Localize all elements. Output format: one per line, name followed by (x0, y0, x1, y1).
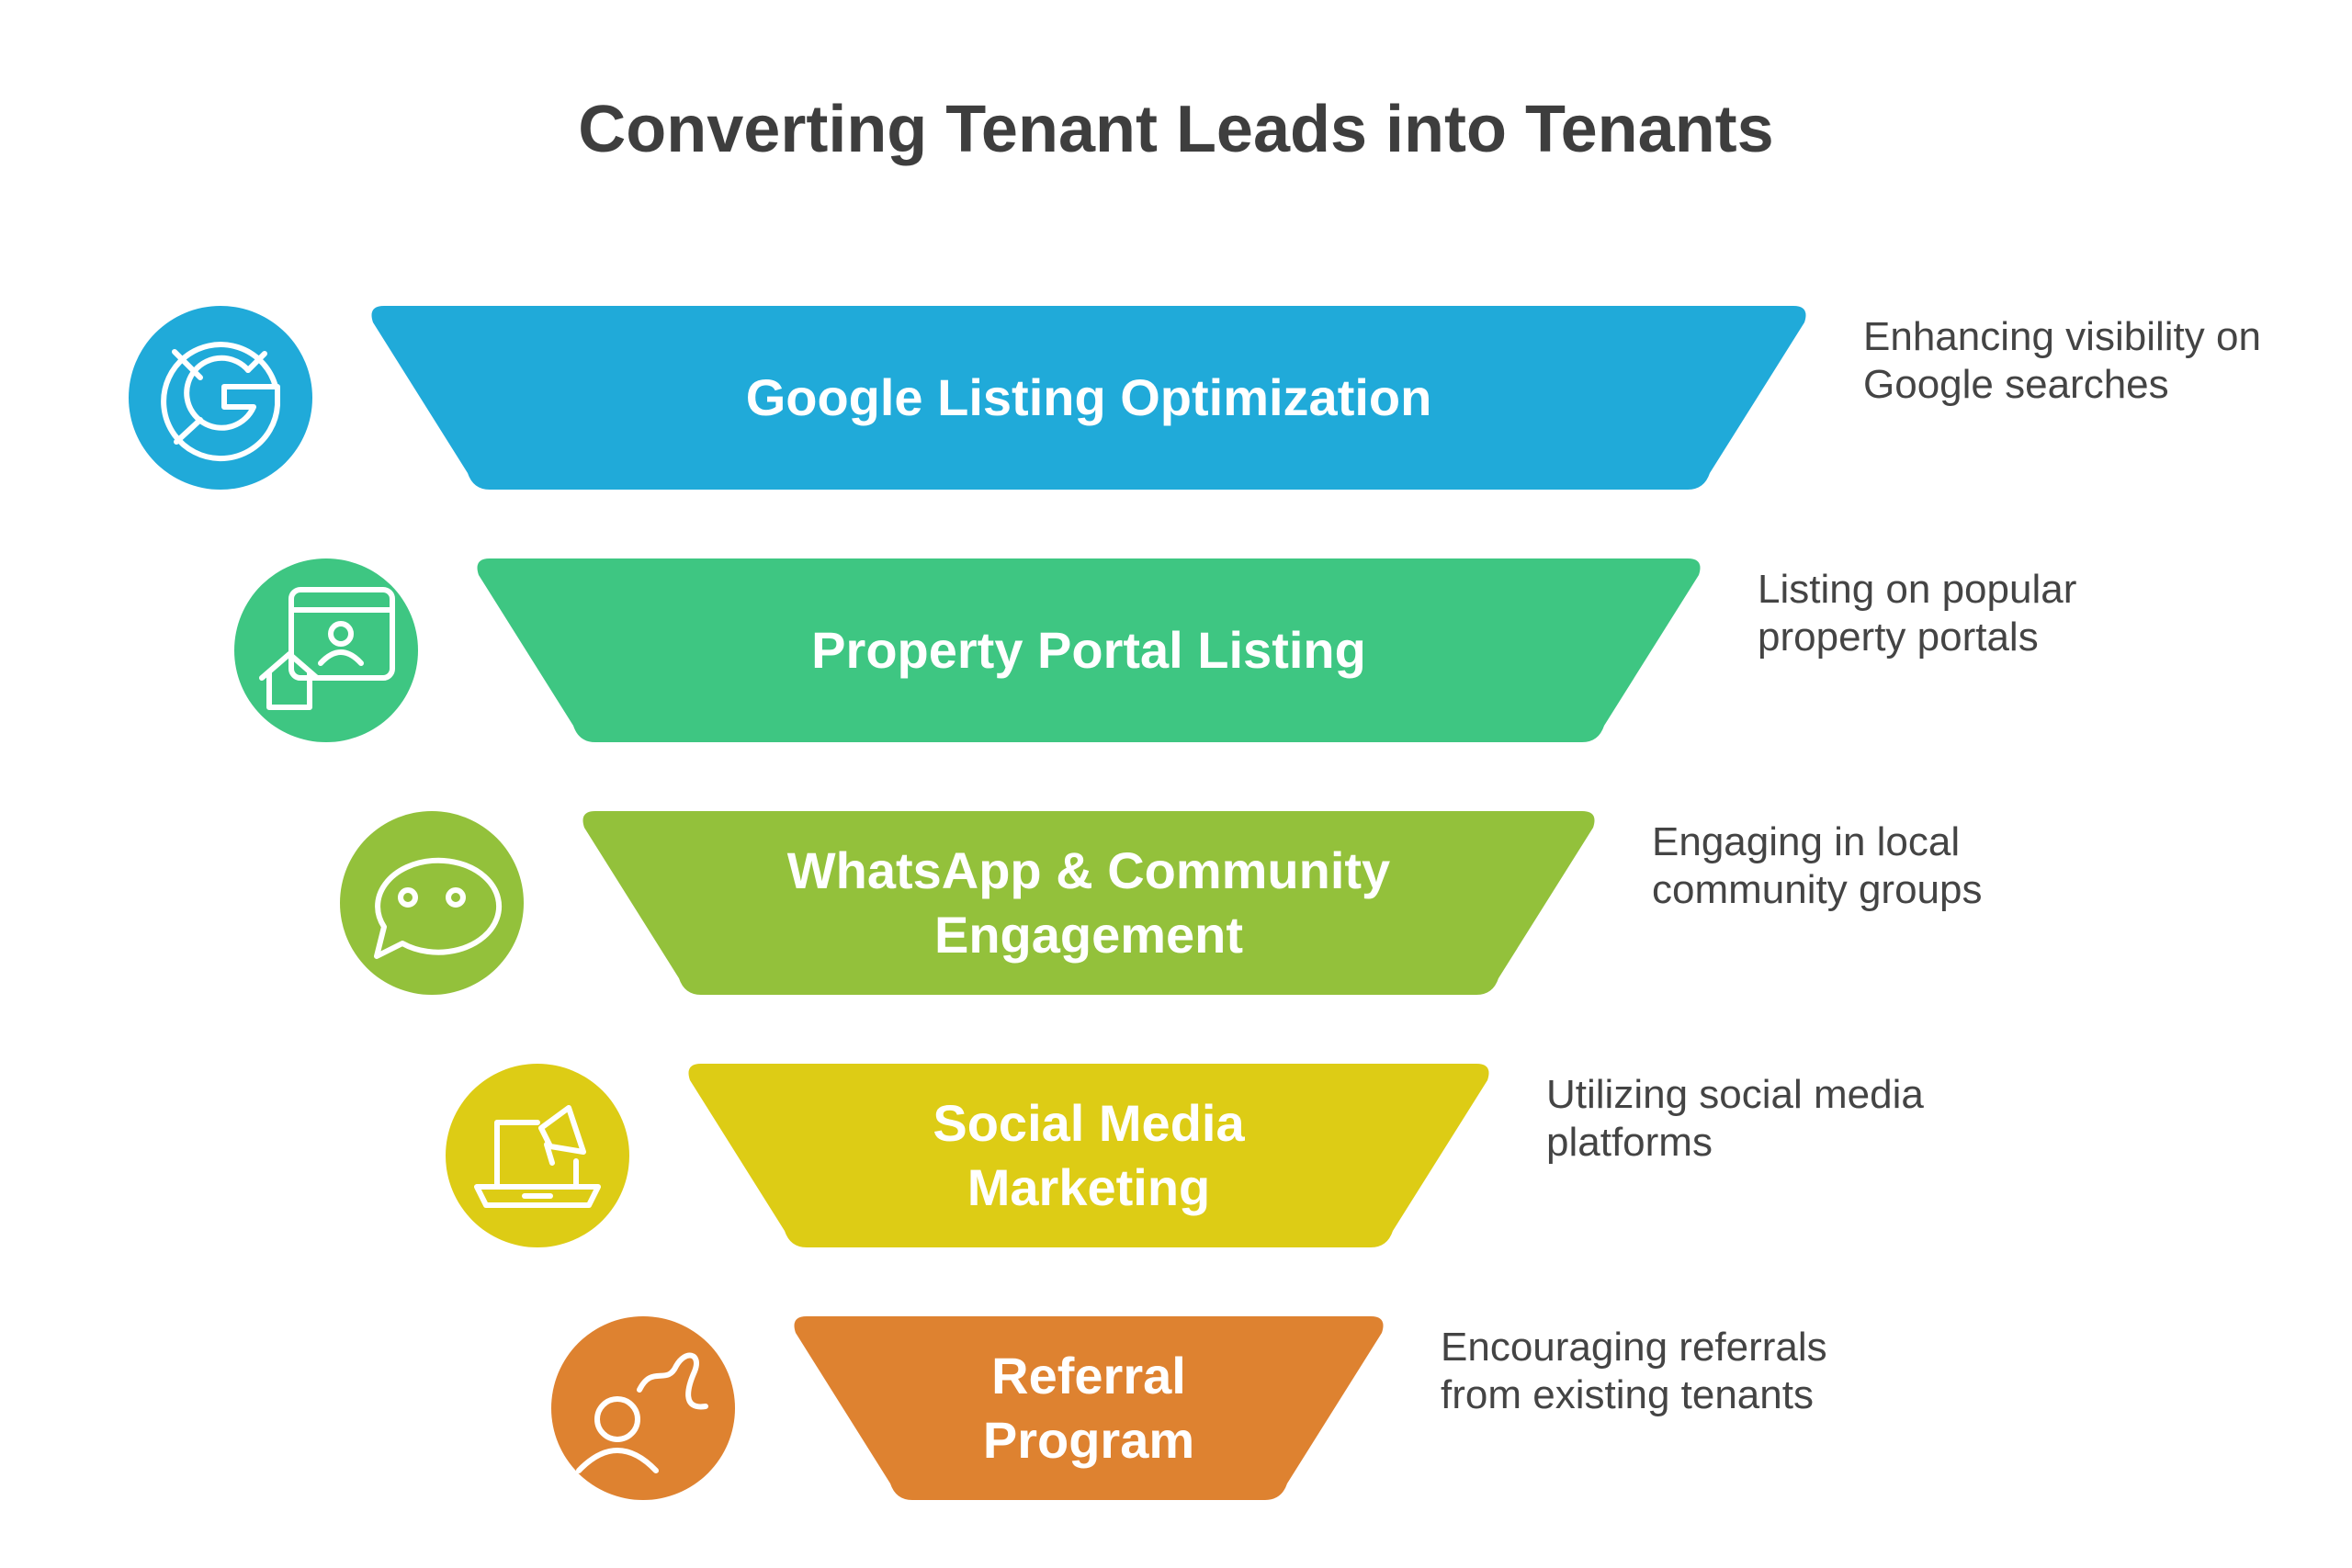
description-line: Engaging in local (1652, 819, 1961, 864)
description-line: Google searches (1863, 362, 2169, 407)
description-line: community groups (1652, 867, 1983, 912)
property-portal-icon (234, 558, 418, 742)
description-line: Utilizing social media (1546, 1072, 1924, 1117)
description-line: property portals (1758, 615, 2039, 660)
funnel-stage-band (371, 306, 1806, 490)
page-title: Converting Tenant Leads into Tenants (578, 93, 1774, 166)
funnel-stage-band (794, 1316, 1384, 1500)
description-line: platforms (1546, 1120, 1713, 1165)
funnel-stage-label: Referral Program (982, 1347, 1195, 1469)
funnel-stage-band (582, 811, 1595, 995)
funnel-stage-band (477, 558, 1701, 742)
description-line: Listing on popular (1758, 567, 2077, 612)
description-line: from existing tenants (1441, 1372, 1814, 1417)
funnel-stage-label: Google Listing Optimization (745, 368, 1432, 426)
description-line: Enhancing visibility on (1863, 314, 2261, 359)
funnel-stage-band (688, 1064, 1489, 1247)
chat-bubble-icon (340, 811, 524, 995)
funnel-stage-label: WhatsApp & Community Engagement (786, 841, 1391, 964)
funnel-stage-label: Property Portal Listing (811, 621, 1366, 679)
google-icon (129, 306, 312, 490)
funnel-stage-label: Social Media Marketing (933, 1094, 1245, 1216)
referral-person-icon (551, 1316, 735, 1500)
description-line: Encouraging referrals (1441, 1325, 1827, 1370)
laptop-megaphone-icon (446, 1064, 629, 1247)
